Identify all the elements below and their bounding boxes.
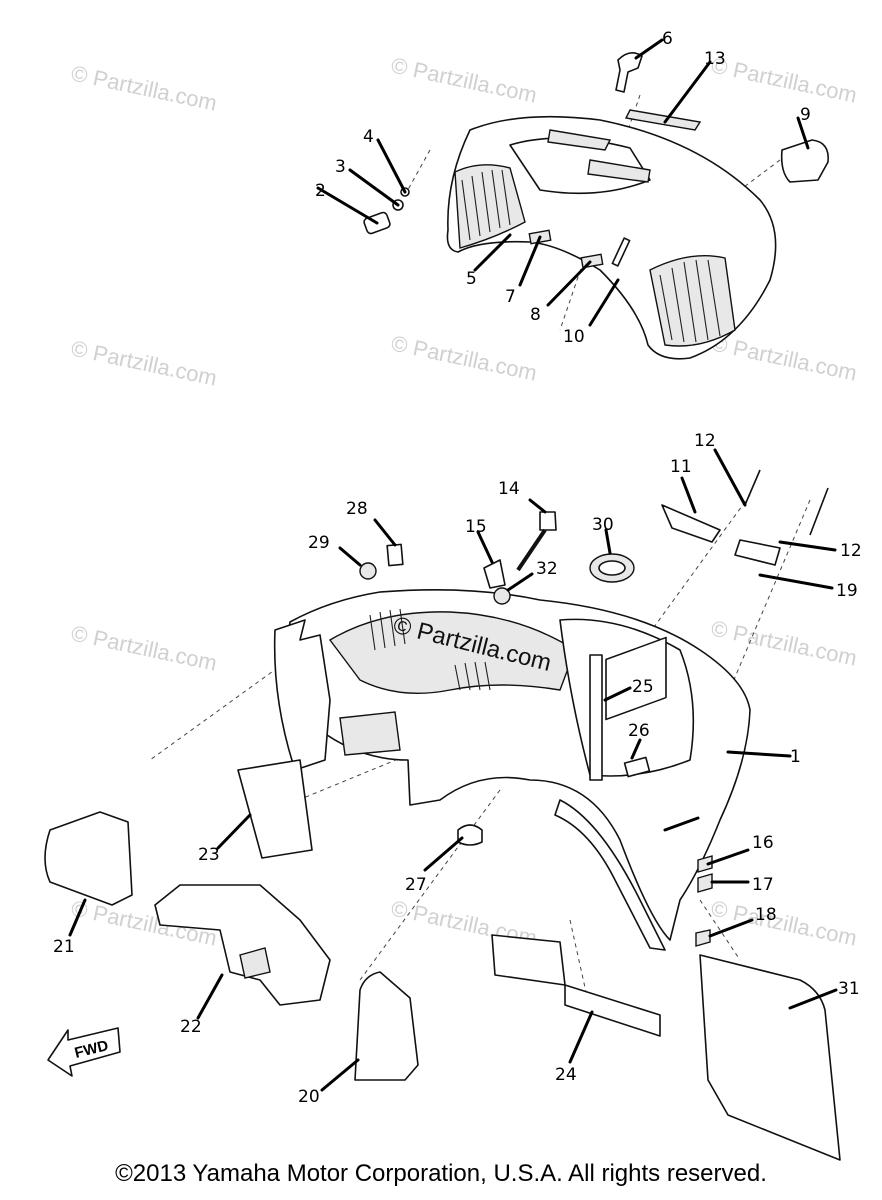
watermark: © Partzilla.com <box>709 330 859 385</box>
callout-1: 1 <box>790 747 801 767</box>
callout-16: 16 <box>752 833 774 853</box>
callout-14: 14 <box>498 479 520 499</box>
callout-25: 25 <box>632 677 654 697</box>
callout-3: 3 <box>335 157 346 177</box>
leader-lines <box>68 38 838 1092</box>
watermark: © Partzilla.com <box>389 330 539 385</box>
callout-6: 6 <box>662 29 673 49</box>
callout-9: 9 <box>800 105 811 125</box>
watermark: © Partzilla.com <box>69 620 219 675</box>
watermark: © Partzilla.com <box>709 52 859 107</box>
callout-15: 15 <box>465 517 487 537</box>
callout-12: 12 <box>694 431 716 451</box>
callout-13: 13 <box>704 49 726 69</box>
mid-hardware <box>359 469 829 947</box>
callout-12b: 12 <box>840 541 862 561</box>
fwd-arrow: FWD <box>47 1027 121 1077</box>
callout-8: 8 <box>530 305 541 325</box>
callout-4: 4 <box>363 127 374 147</box>
callout-31: 31 <box>838 979 860 999</box>
callout-28: 28 <box>346 499 368 519</box>
callout-10: 10 <box>563 327 585 347</box>
upper-cowl <box>446 115 777 360</box>
foam-parts <box>44 759 841 1161</box>
callout-29: 29 <box>308 533 330 553</box>
callout-20: 20 <box>298 1087 320 1107</box>
callout-11: 11 <box>670 457 692 477</box>
callout-2: 2 <box>315 181 326 201</box>
callout-27: 27 <box>405 875 427 895</box>
callout-17: 17 <box>752 875 774 895</box>
watermark: © Partzilla.com <box>389 52 539 107</box>
callout-19: 19 <box>836 581 858 601</box>
callout-24: 24 <box>555 1065 577 1085</box>
watermark: © Partzilla.com <box>69 335 219 390</box>
callout-5: 5 <box>466 269 477 289</box>
main-cowl <box>273 588 751 951</box>
copyright-notice: ©2013 Yamaha Motor Corporation, U.S.A. A… <box>115 1160 767 1187</box>
callout-30: 30 <box>592 515 614 535</box>
callout-21: 21 <box>53 937 75 957</box>
callout-32: 32 <box>536 559 558 579</box>
watermark: © Partzilla.com <box>709 895 859 950</box>
callout-26: 26 <box>628 721 650 741</box>
watermark: © Partzilla.com <box>69 60 219 115</box>
watermark: © Partzilla.com <box>709 615 859 670</box>
callout-7: 7 <box>505 287 516 307</box>
callout-23: 23 <box>198 845 220 865</box>
callout-18: 18 <box>755 905 777 925</box>
callouts: 1 2 3 4 5 6 7 8 9 10 11 12 12 13 14 15 1… <box>53 29 862 1107</box>
callout-22: 22 <box>180 1017 202 1037</box>
